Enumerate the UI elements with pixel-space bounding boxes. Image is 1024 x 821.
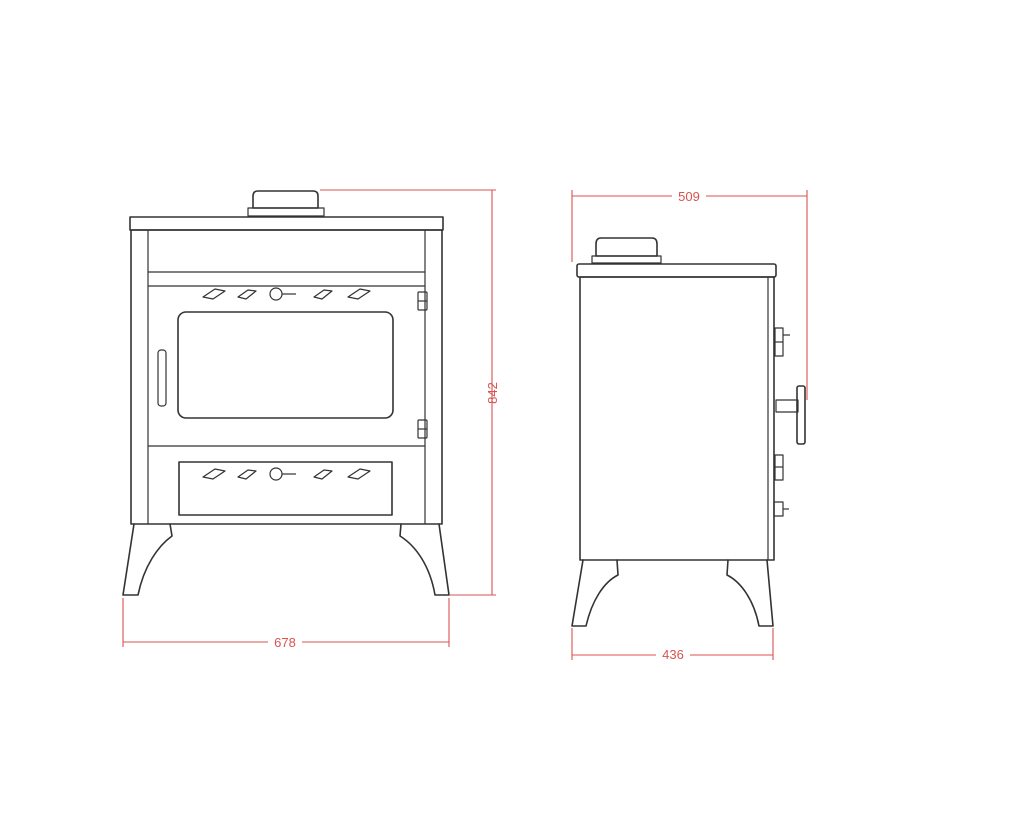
front-body xyxy=(130,229,443,525)
side-body xyxy=(579,276,775,561)
side-door-handle xyxy=(775,385,806,445)
front-height-dimension: 842 xyxy=(320,189,500,596)
side-legs xyxy=(571,559,774,627)
side-top-depth-label: 509 xyxy=(678,189,700,204)
side-top-depth-dimension: 509 xyxy=(571,189,808,400)
front-top-plate xyxy=(129,216,444,231)
side-flue-collar xyxy=(591,237,662,264)
front-upper-air-knob xyxy=(269,287,283,301)
side-bottom-depth-dimension: 436 xyxy=(571,628,774,662)
front-lower-air-knob xyxy=(269,467,283,481)
front-door-glass xyxy=(177,311,394,419)
side-top-plate xyxy=(576,263,777,278)
front-door-handle xyxy=(157,349,167,407)
front-flue-collar xyxy=(247,190,325,217)
front-height-label: 842 xyxy=(485,382,500,404)
side-view xyxy=(571,237,806,627)
front-ash-drawer xyxy=(178,461,393,516)
front-lower-air-vents xyxy=(202,467,371,481)
side-bottom-depth-label: 436 xyxy=(662,647,684,662)
front-upper-air-vents xyxy=(202,287,371,301)
side-door-hardware xyxy=(773,327,790,517)
front-door-hinges xyxy=(417,291,428,439)
front-width-label: 678 xyxy=(274,635,296,650)
front-legs xyxy=(122,523,450,596)
front-view xyxy=(122,190,450,596)
front-width-dimension: 678 xyxy=(122,598,450,650)
